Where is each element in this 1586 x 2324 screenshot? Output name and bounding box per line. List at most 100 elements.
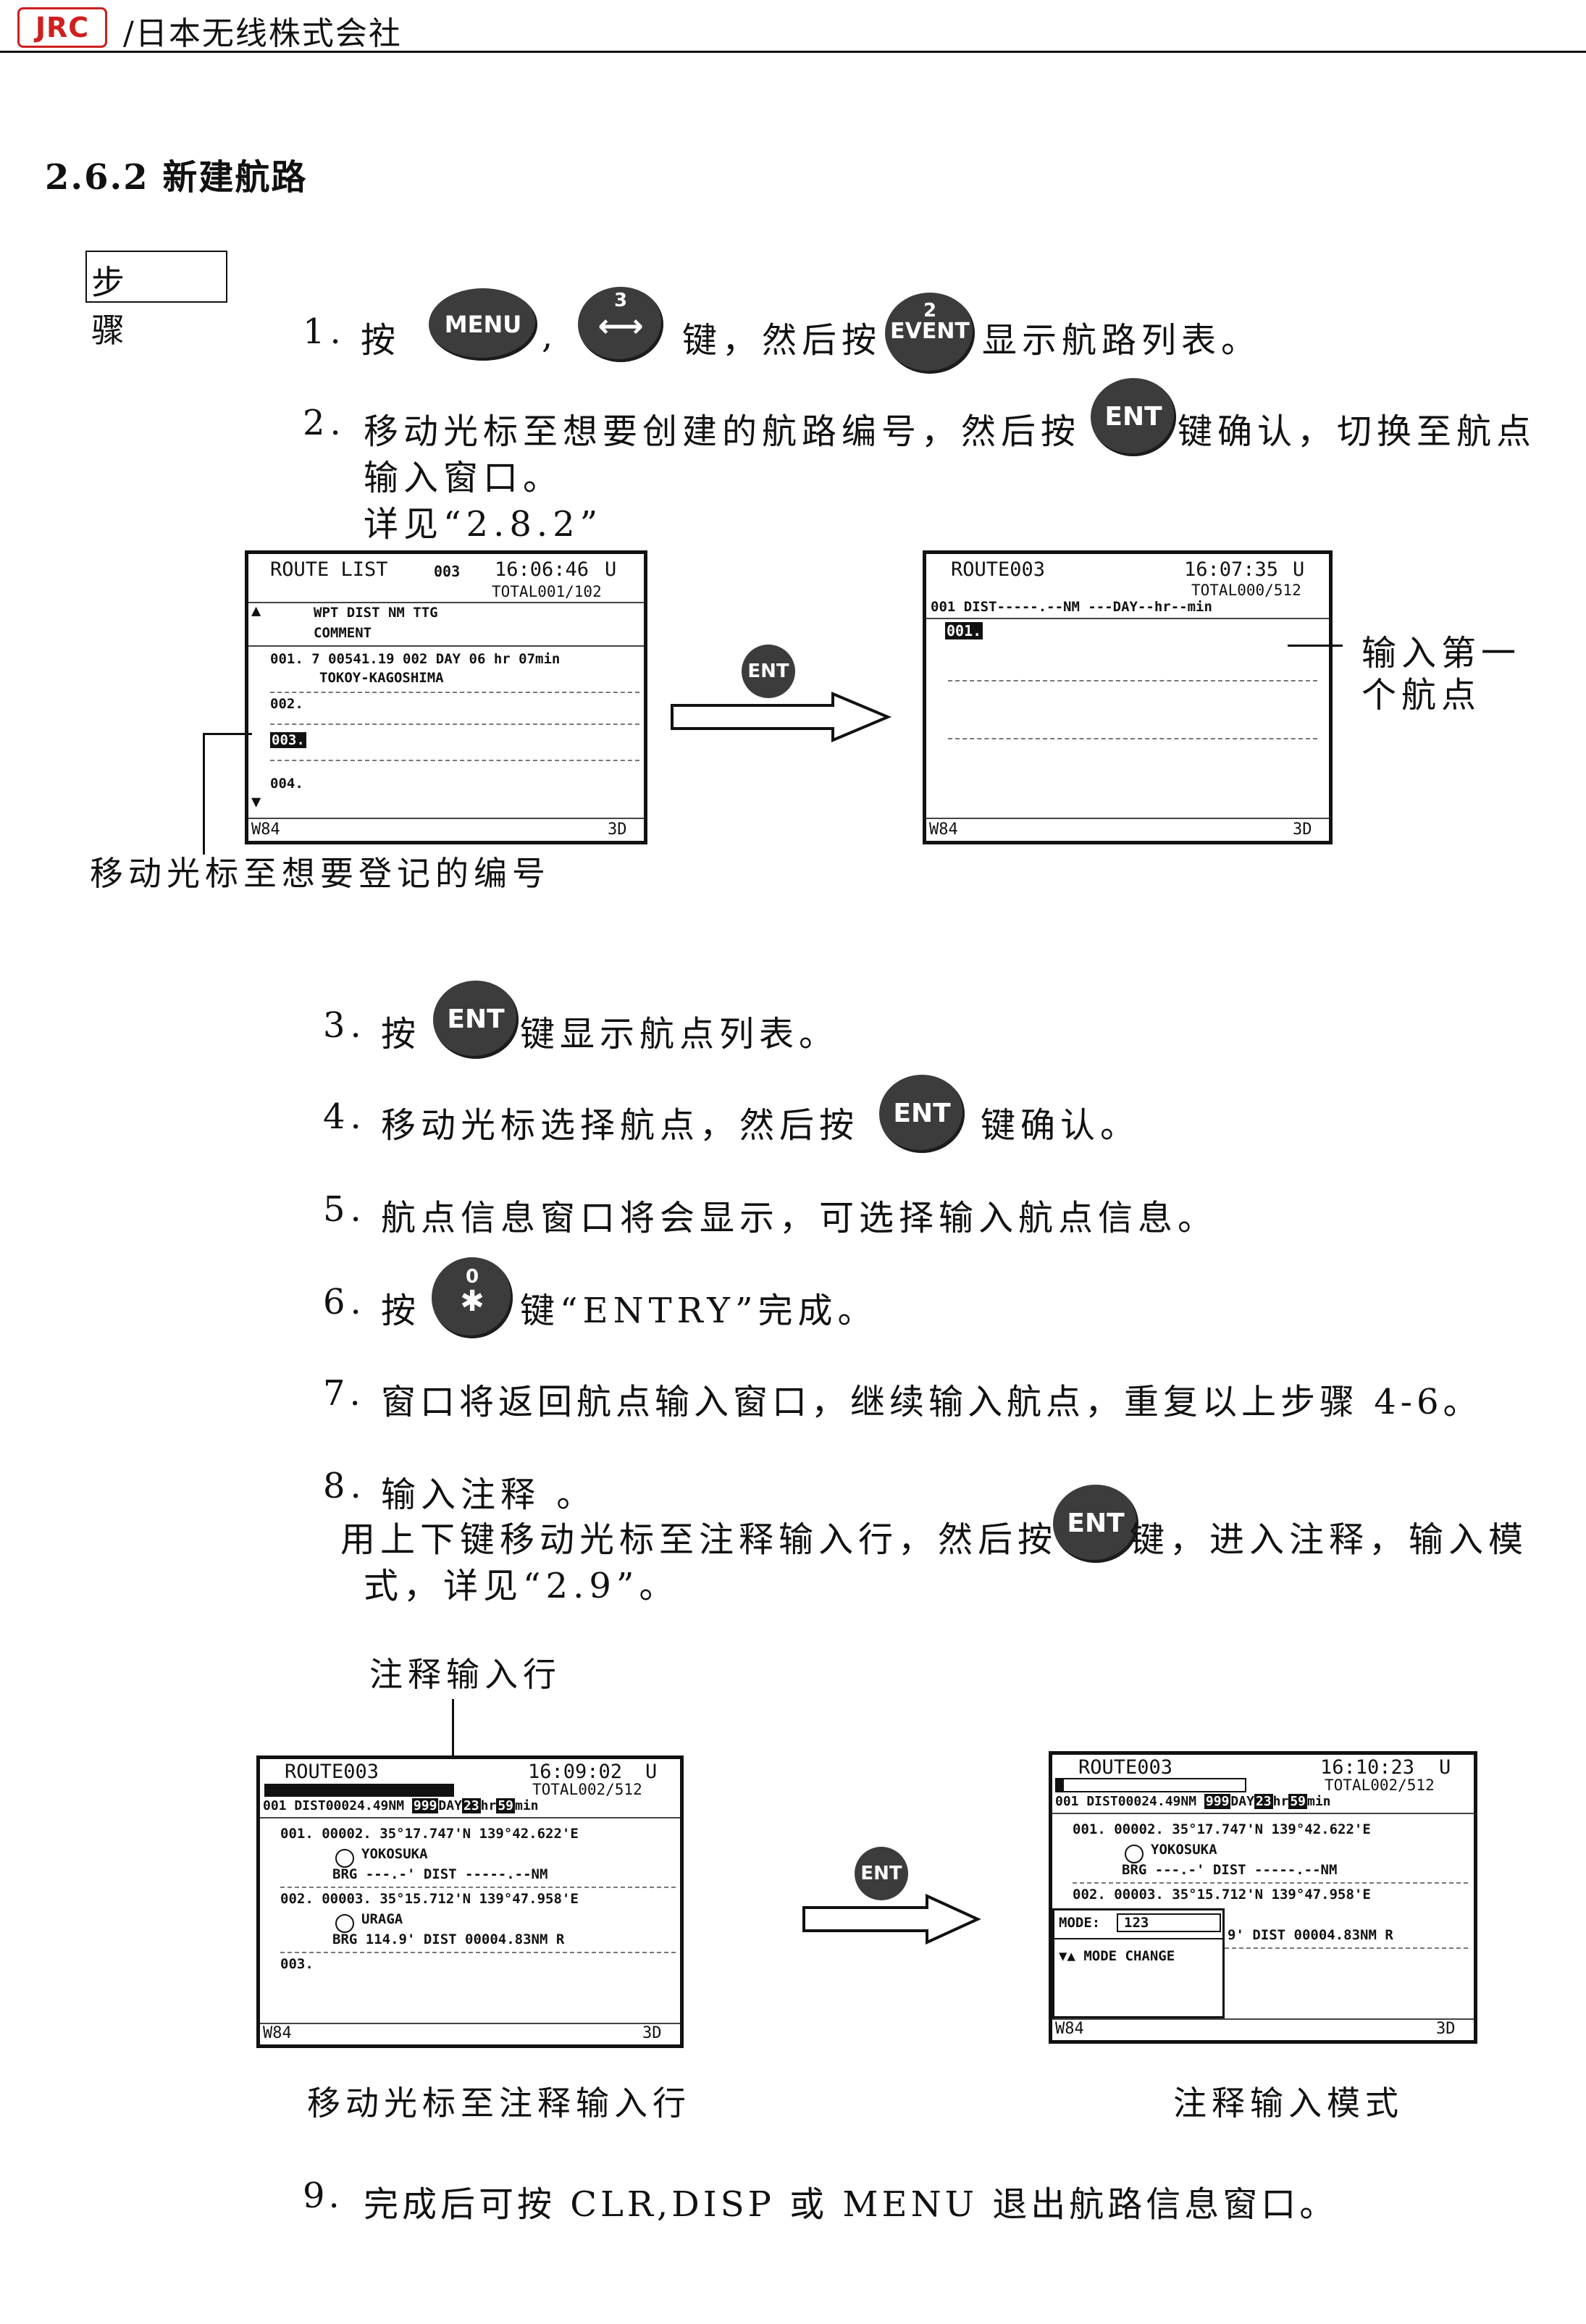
fix-mode: 3D: [1436, 2020, 1456, 2038]
screen-title: ROUTE003: [285, 1761, 379, 1783]
step-8-line3: 式，详见“2.9”。: [364, 1566, 679, 1606]
total-count: TOTAL002/512: [1325, 1776, 1435, 1794]
datum-label: W84: [251, 821, 280, 839]
list-item[interactable]: 002. 00003. 35°15.712'N 139°47.958'E: [280, 1891, 579, 1907]
list-item[interactable]: 001. 00002. 35°17.747'N 139°42.622'E: [280, 1826, 579, 1842]
step-7-text: 窗口将返回航点输入窗口，继续输入航点，重复以上步骤 4-6。: [381, 1382, 1482, 1422]
ent-key-icon: ENT: [433, 981, 519, 1059]
list-item[interactable]: 001. 00002. 35°17.747'N 139°42.622'E: [1073, 1821, 1371, 1837]
mode-value-field[interactable]: 123: [1117, 1913, 1221, 1932]
unit-indicator: U: [605, 558, 617, 581]
waypoint-name: URAGA: [361, 1911, 403, 1927]
step-2-pre: 移动光标至想要创建的航路编号，然后按: [364, 411, 1081, 452]
caption-cursor-to-comment: 移动光标至注释输入行: [307, 2084, 691, 2123]
step-2-line2: 输入窗口。: [364, 458, 563, 498]
ent-key-icon: ENT: [1053, 1485, 1138, 1563]
step-9-text: 完成后可按 CLR,DISP 或 MENU 退出航路信息窗口。: [364, 2184, 1338, 2225]
jrc-logo: JRC: [17, 7, 107, 48]
title-rule: [260, 1817, 680, 1818]
list-item-selected[interactable]: 001.: [945, 622, 983, 639]
footer-rule: [260, 2023, 680, 2024]
row-divider: [1073, 1882, 1468, 1884]
unit-indicator: U: [1293, 558, 1305, 581]
menu-key-icon: MENU: [429, 288, 537, 361]
leader-line: [452, 1699, 454, 1782]
step-5-text: 航点信息窗口将会显示，可选择输入航点信息。: [381, 1198, 1218, 1238]
route-comment: TOKOY-KAGOSHIMA: [319, 670, 444, 686]
row-divider: [948, 738, 1317, 739]
header-rule: [248, 645, 644, 647]
popup-rule: [1054, 1938, 1222, 1939]
leader-line: [203, 733, 252, 735]
clock-time: 16:06:46: [495, 558, 589, 581]
list-item[interactable]: 002.: [270, 696, 303, 712]
screen-title: ROUTE003: [1078, 1756, 1173, 1779]
step-6-pre: 按: [381, 1291, 421, 1331]
step-1-mid: 键，然后按: [682, 320, 882, 361]
step-9-number: 9.: [303, 2176, 343, 2216]
ent-key-icon: ENT: [1091, 378, 1176, 456]
fix-mode: 3D: [1293, 821, 1312, 839]
list-item[interactable]: 002. 00003. 35°15.712'N 139°47.958'E: [1073, 1887, 1371, 1903]
clock-time: 16:07:35: [1184, 558, 1279, 581]
footer-rule: [1052, 2018, 1474, 2020]
step-6-number: 6.: [323, 1282, 366, 1322]
row-divider: [1073, 1947, 1468, 1949]
list-item-selected[interactable]: 003.: [270, 732, 306, 748]
unit-indicator: U: [1439, 1756, 1451, 1779]
fix-mode: 3D: [608, 821, 627, 839]
list-item[interactable]: 003.: [280, 1956, 314, 1972]
text-cursor: [1057, 1779, 1064, 1791]
row-divider: [280, 1952, 676, 1953]
comment-input-line[interactable]: [264, 1784, 454, 1797]
datum-label: W84: [1055, 2020, 1084, 2038]
step-1-number: 1.: [303, 311, 346, 352]
mode-popup[interactable]: MODE: 123 ▼▲ MODE CHANGE: [1052, 1908, 1225, 2018]
bearing-distance: BRG ---.-' DIST -----.--NM: [332, 1866, 548, 1882]
title-rule: [926, 618, 1329, 619]
logo-text: JRC: [35, 12, 90, 43]
scroll-up-icon[interactable]: ▲: [251, 602, 261, 620]
route-waypoint-screen: ROUTE003 16:07:35 U TOTAL000/512 001 DIS…: [923, 550, 1333, 844]
screen-title: ROUTE003: [951, 558, 1046, 581]
annotation-cursor-to-number: 移动光标至想要登记的编号: [90, 854, 550, 893]
list-item[interactable]: 001. 7 00541.19 002 DAY 06 hr 07min: [270, 651, 561, 667]
step-6-post: 键“ENTRY”完成。: [520, 1291, 878, 1331]
column-header: WPT DIST NM TTG: [314, 605, 438, 621]
step-3-pre: 按: [381, 1014, 421, 1054]
ent-key-icon: ENT: [742, 645, 795, 698]
datum-label: W84: [263, 2024, 292, 2042]
step-3-post: 键显示航点列表。: [520, 1014, 839, 1054]
arrow-right-icon: [671, 691, 892, 743]
scroll-down-icon[interactable]: ▼: [251, 793, 261, 811]
fix-mode: 3D: [642, 2024, 662, 2042]
step-8-line2-pre: 用上下键移动光标至注释输入行，然后按: [340, 1519, 1058, 1560]
section-title: 2.6.2 新建航路: [45, 157, 308, 198]
step-4-post: 键确认。: [981, 1105, 1141, 1146]
screen-title: ROUTE LIST: [270, 558, 388, 581]
clock-time: 16:10:23: [1320, 1756, 1415, 1779]
step-4-number: 4.: [323, 1096, 366, 1137]
row-divider: [270, 723, 639, 725]
comment-input-field[interactable]: [1055, 1778, 1246, 1792]
bearing-distance: BRG 114.9' DIST 00004.83NM R: [332, 1931, 565, 1947]
bearing-distance: BRG ---.-' DIST -----.--NM: [1122, 1862, 1338, 1878]
step-5-number: 5.: [323, 1189, 366, 1230]
waypoint-mark-icon: [1125, 1845, 1144, 1863]
arrow-right-icon: [802, 1893, 981, 1945]
ent-key-icon: ENT: [855, 1847, 908, 1900]
annotation-input-first: 输入第一: [1361, 633, 1522, 674]
title-rule: [1052, 1813, 1474, 1814]
total-count: TOTAL002/512: [532, 1781, 642, 1798]
total-count: TOTAL000/512: [1191, 582, 1301, 599]
list-item[interactable]: 004.: [270, 776, 303, 792]
title-rule: [248, 602, 644, 603]
distance-summary: 001 DIST-----.--NM ---DAY--hr--min: [931, 599, 1212, 615]
step-8-number: 8.: [323, 1466, 366, 1506]
leader-line: [1288, 645, 1343, 647]
step-2-post: 键确认，切换至航点: [1178, 411, 1537, 452]
route-list-screen: ROUTE LIST 003 16:06:46 U TOTAL001/102 ▲…: [245, 550, 647, 844]
annotation-input-first-2: 个航点: [1361, 675, 1482, 716]
